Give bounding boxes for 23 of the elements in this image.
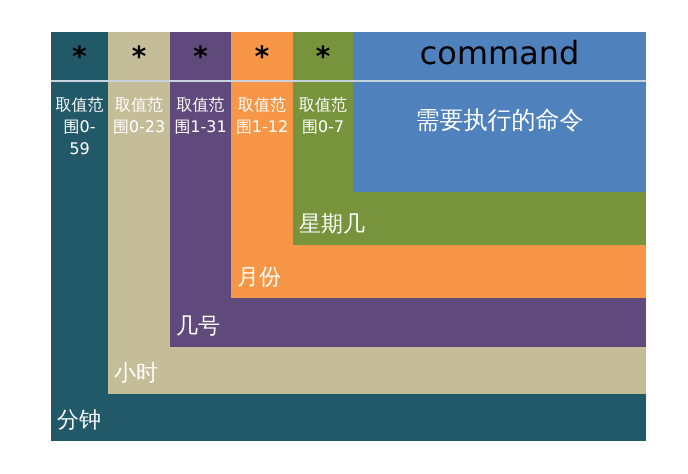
asterisk-field: *: [231, 40, 293, 73]
field-label: 小时: [114, 360, 158, 388]
field-band: [231, 32, 646, 298]
range-text: 取值范围0-7: [298, 94, 348, 138]
field-band: [170, 32, 646, 347]
command-description: 需要执行的命令: [414, 105, 584, 136]
asterisk-field: *: [170, 40, 231, 73]
field-band: [293, 32, 646, 245]
asterisk-field: *: [51, 40, 108, 73]
field-band: [51, 32, 646, 441]
field-label: 几号: [176, 313, 220, 341]
range-text: 取值范围1-12: [234, 94, 290, 138]
field-label: 星期几: [299, 211, 365, 239]
field-band: [108, 32, 646, 394]
asterisk-field: *: [293, 40, 353, 73]
field-label: 月份: [237, 264, 281, 292]
asterisk-field: *: [108, 40, 170, 73]
field-label: 分钟: [57, 407, 101, 435]
command-header: command: [418, 34, 580, 72]
range-text: 取值范围0-23: [112, 94, 166, 138]
command-panel: [353, 32, 646, 192]
range-text: 取值范围0-59: [54, 94, 104, 160]
range-text: 取值范围1-31: [173, 94, 228, 138]
